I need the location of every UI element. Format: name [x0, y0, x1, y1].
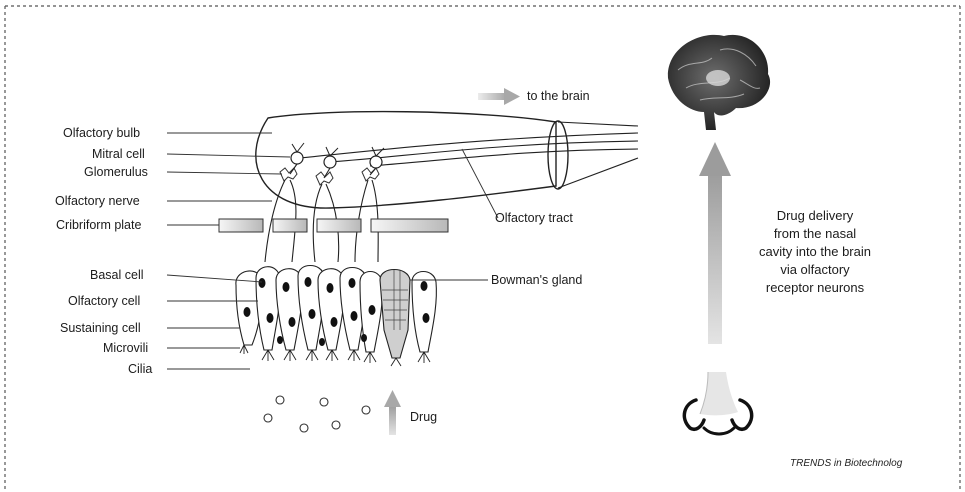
nose-icon [684, 372, 751, 434]
label-microvili: Microvili [103, 341, 148, 355]
delivery-line: via olfactory [740, 261, 890, 279]
glomeruli [280, 168, 379, 185]
mitral-cells [291, 143, 384, 168]
label-mitral-cell: Mitral cell [92, 147, 145, 161]
label-drug: Drug [410, 410, 437, 424]
label-glomerulus: Glomerulus [84, 165, 148, 179]
label-cilia: Cilia [128, 362, 152, 376]
label-sustaining-cell: Sustaining cell [60, 321, 141, 335]
nerve-axons [265, 164, 378, 262]
arrow-right-icon [478, 88, 520, 105]
cribriform-plate [219, 219, 448, 232]
label-olfactory-tract: Olfactory tract [495, 211, 573, 225]
label-basal-cell: Basal cell [90, 268, 144, 282]
label-bowmans-gland: Bowman's gland [491, 273, 582, 287]
delivery-line: Drug delivery [740, 207, 890, 225]
delivery-line: receptor neurons [740, 279, 890, 297]
label-olfactory-bulb: Olfactory bulb [63, 126, 140, 140]
label-olfactory-cell: Olfactory cell [68, 294, 140, 308]
label-to-the-brain: to the brain [527, 89, 590, 103]
bowmans-gland-shape [380, 270, 410, 359]
delivery-description: Drug delivery from the nasal cavity into… [740, 207, 890, 297]
delivery-line: cavity into the brain [740, 243, 890, 261]
label-olfactory-nerve: Olfactory nerve [55, 194, 140, 208]
delivery-line: from the nasal [740, 225, 890, 243]
brain-icon [668, 35, 770, 130]
olfactory-tract-fibers [300, 122, 638, 188]
delivery-arrow-icon [699, 142, 731, 344]
label-cribriform-plate: Cribriform plate [56, 218, 141, 232]
drug-molecules [264, 396, 370, 432]
source-credit: TRENDS in Biotechnolog [790, 458, 902, 469]
olfactory-epithelium [236, 266, 437, 367]
arrow-up-icon [384, 390, 401, 435]
